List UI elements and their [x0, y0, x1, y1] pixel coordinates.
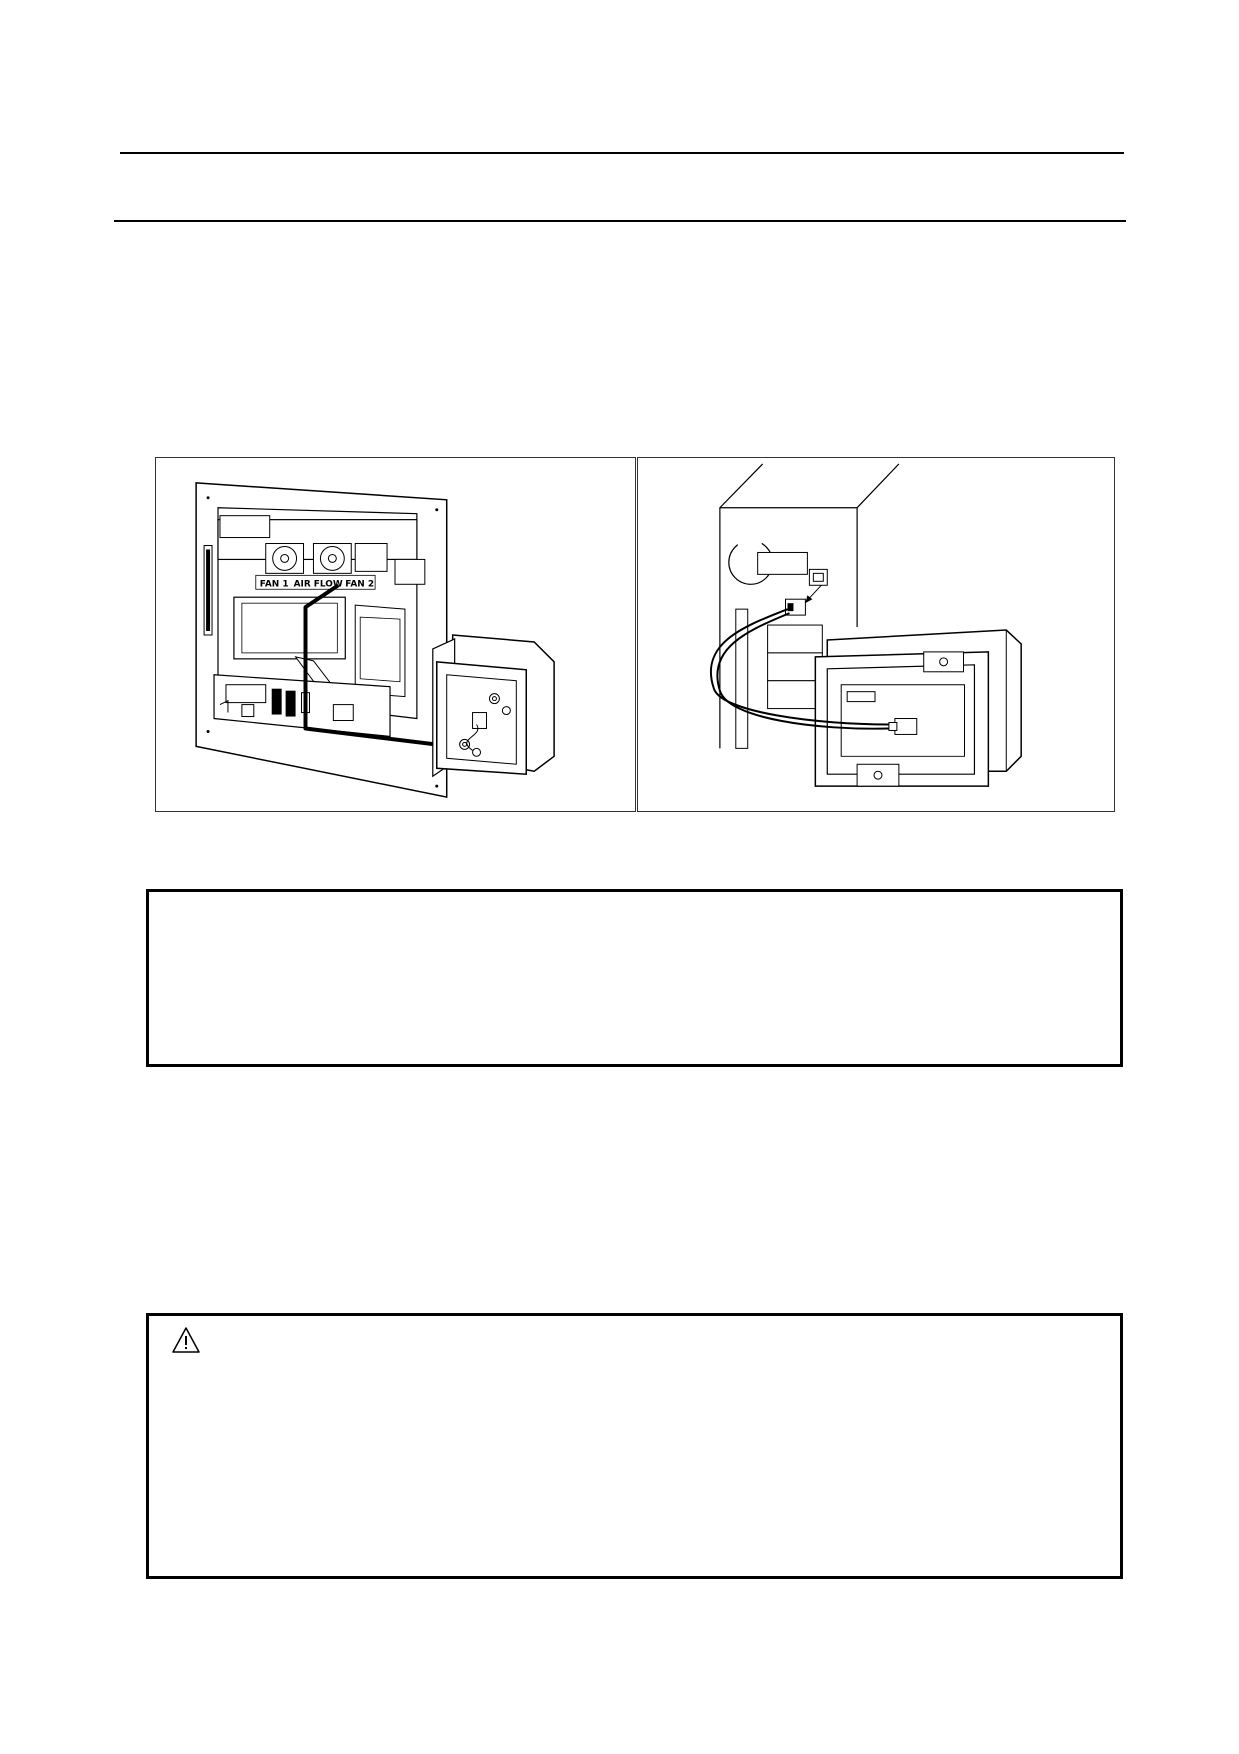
label-fan-1: FAN 1	[260, 579, 289, 589]
junction-box	[432, 634, 555, 778]
warning-icon	[171, 1326, 201, 1354]
label-fan-2: FAN 2	[345, 579, 374, 589]
figure-left-panel-wiring: FAN 1 AIR FLOW FAN 2	[155, 457, 636, 812]
header-rule-bottom	[114, 220, 1126, 222]
fan-1	[265, 543, 305, 574]
caution-box	[146, 1313, 1123, 1579]
note-box	[146, 889, 1123, 1067]
header-rule-top	[120, 152, 1124, 154]
rear-connection-drawing	[709, 463, 1022, 787]
figure-right-rear-connection	[637, 457, 1115, 812]
fan-2	[312, 543, 352, 574]
label-air-flow: AIR FLOW	[294, 579, 343, 589]
panel-wiring-drawing: FAN 1 AIR FLOW FAN 2	[195, 482, 555, 798]
